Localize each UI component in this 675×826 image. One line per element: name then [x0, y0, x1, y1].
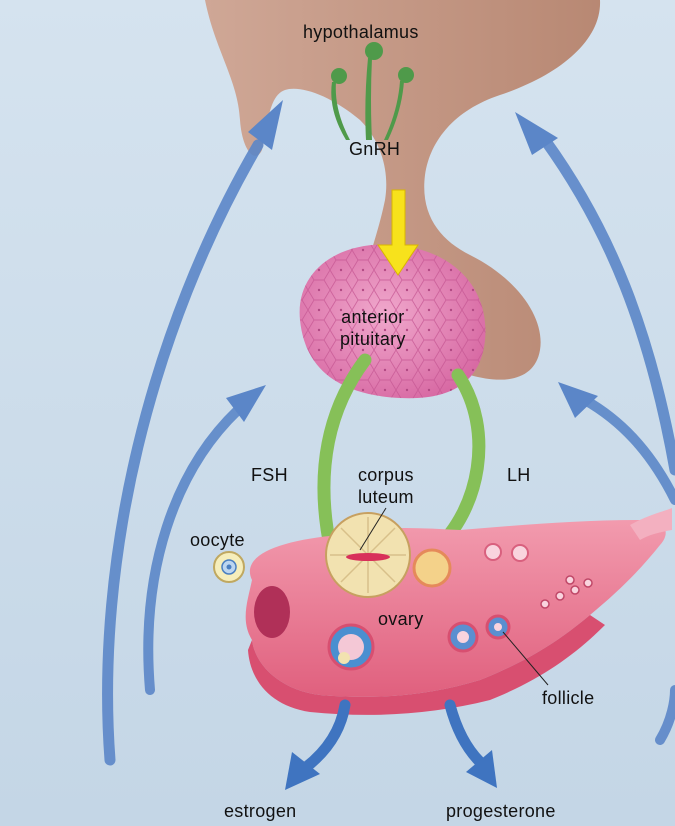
label-corpus-luteum: corpus luteum [358, 464, 414, 508]
label-lh: LH [507, 465, 531, 487]
label-anterior-pituitary: anterior pituitary [340, 306, 406, 350]
label-gnrh: GnRH [349, 139, 400, 161]
label-fsh: FSH [251, 465, 288, 487]
corpus-luteum [326, 513, 410, 597]
label-follicle: follicle [542, 688, 594, 710]
label-progesterone: progesterone [446, 801, 556, 823]
fimbria-opening [254, 586, 290, 638]
label-hypothalamus: hypothalamus [303, 22, 419, 44]
oocyte-cell [214, 552, 244, 582]
label-oocyte: oocyte [190, 530, 245, 552]
label-ovary: ovary [378, 609, 424, 631]
label-estrogen: estrogen [224, 801, 296, 823]
